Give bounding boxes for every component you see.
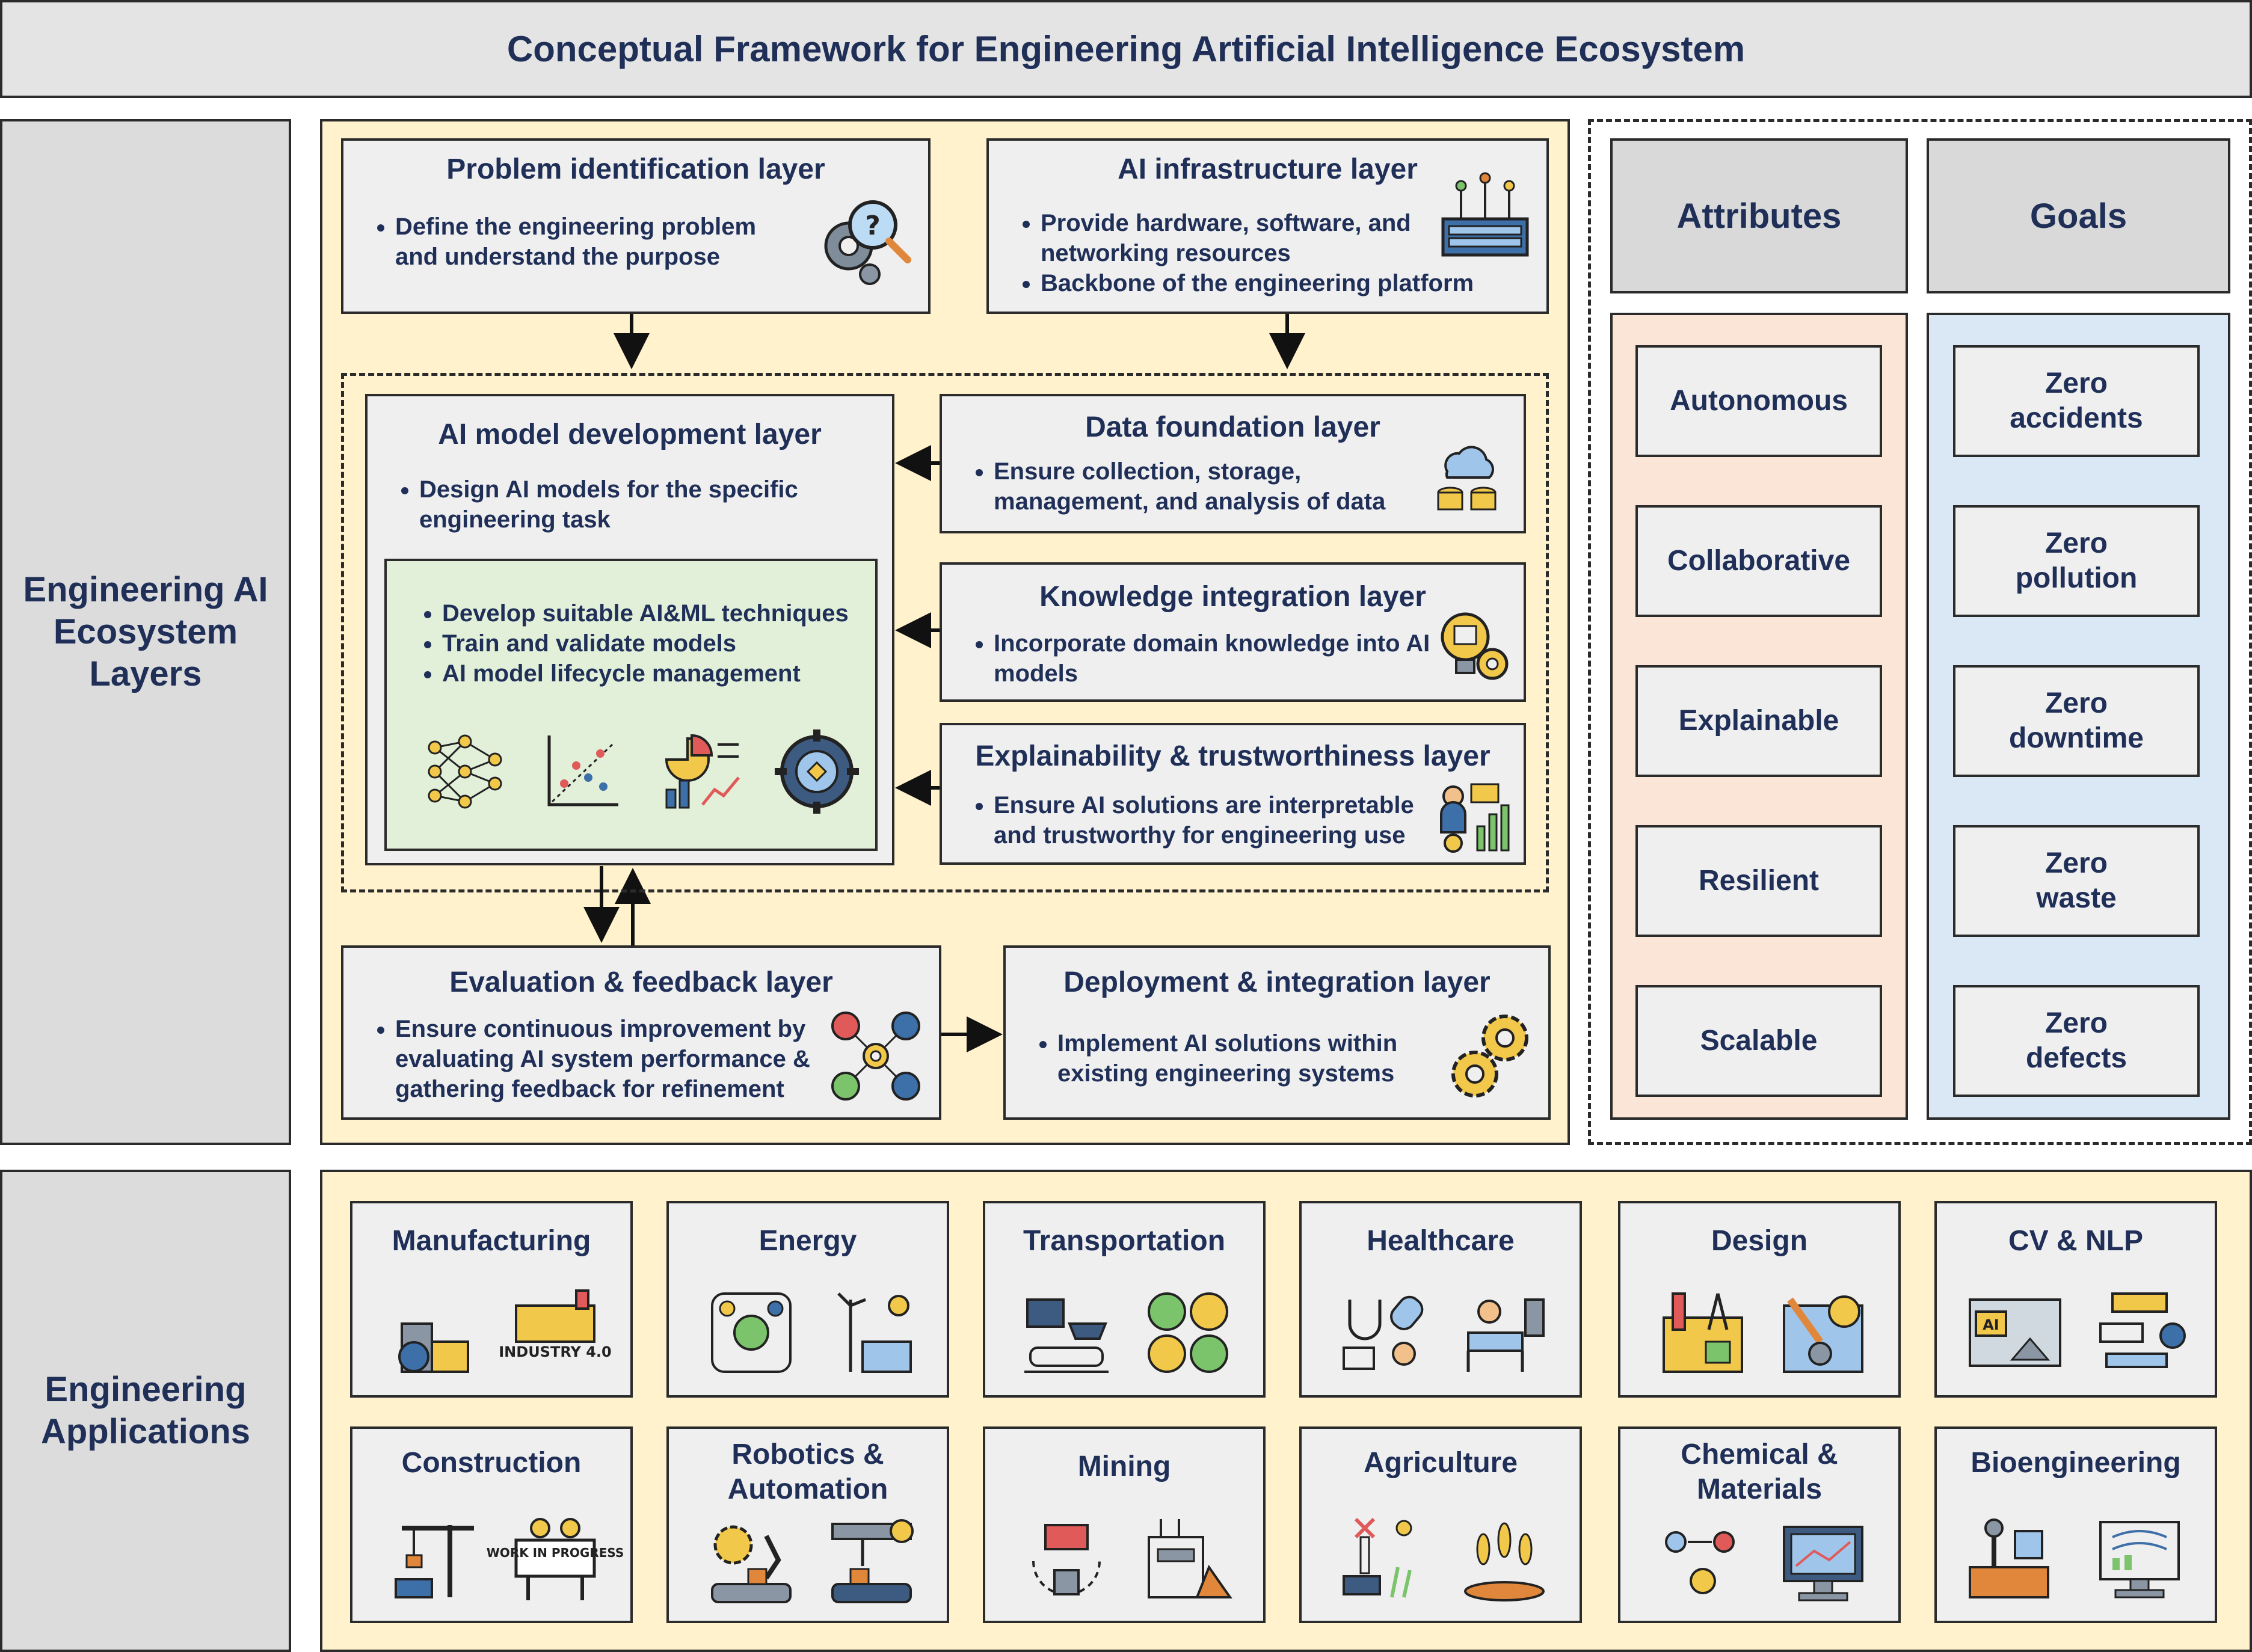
app-chemical-materials: Chemical & Materials [1618,1426,1901,1623]
ai-text: AI [1983,1316,1999,1333]
cloud-database-icon [1429,438,1507,517]
nlp-icon [2094,1288,2186,1378]
idea-design-icon [1778,1288,1868,1378]
layer-title: AI model development layer [438,419,822,450]
attribute-item: Scalable [1635,985,1882,1097]
data-foundation-layer: Data foundation layer Ensure collection,… [940,394,1526,533]
vehicles-icon [1021,1288,1112,1378]
attribute-item: Explainable [1635,665,1882,777]
attributes-goals-region [1588,119,2252,1145]
goal-item: Zero defects [1953,985,2200,1097]
knowledge-bulb-gear-icon [1435,607,1513,685]
server-hardware-icon [1437,171,1533,267]
app-mining: Mining [983,1426,1266,1623]
layer-bullets: Ensure continuous improvement by evaluat… [369,1014,864,1104]
work-in-progress-icon: WORK IN PROGRESS [487,1513,624,1603]
app-robotics-automation: Robotics & Automation [666,1426,949,1623]
app-design: Design [1618,1201,1901,1398]
problem-identification-layer: Problem identification layer Define the … [341,138,931,314]
robot-arm-icon [706,1518,796,1608]
power-plant-icon [826,1288,917,1378]
explainability-trustworthiness-layer: Explainability & trustworthiness layer E… [940,723,1526,865]
scatter-plot-icon [540,729,624,814]
patient-bed-icon [1459,1288,1549,1378]
mining-plant-icon [1143,1513,1233,1603]
goal-item: Zero pollution [1953,505,2200,617]
dna-monitor-icon [2094,1513,2185,1603]
layer-bullets: Design AI models for the specific engine… [393,474,900,535]
gears-icon [1445,1008,1541,1104]
attributes-column: Autonomous Collaborative Explainable Res… [1610,313,1908,1120]
automation-line-icon [826,1518,917,1608]
page-title: Conceptual Framework for Engineering Art… [0,0,2252,98]
layer-bullets: Implement AI solutions within existing e… [1031,1028,1466,1089]
model-development-group [341,373,1549,892]
layer-title: Evaluation & feedback layer [449,966,833,998]
attribute-item: Collaborative [1635,505,1882,617]
work-text: WORK IN PROGRESS [487,1546,624,1560]
layer-title: Data foundation layer [1085,411,1380,443]
lab-monitor-icon [1778,1518,1868,1608]
attribute-item: Autonomous [1635,345,1882,457]
crane-icon [390,1513,480,1603]
ai-gear-brain-icon [772,726,862,817]
app-cv-nlp: CV & NLP AI [1934,1201,2217,1398]
goal-item: Zero waste [1953,825,2200,937]
layer-bullets: Provide hardware, software, and networki… [1014,208,1498,298]
industry-text: INDUSTRY 4.0 [499,1343,612,1360]
presenter-chart-icon [1435,778,1513,856]
factory-globe-icon [390,1288,480,1378]
knowledge-integration-layer: Knowledge integration layer Incorporate … [940,562,1526,702]
applications-side-label: Engineering Applications [0,1170,291,1652]
layers-side-label: Engineering AI Ecosystem Layers [0,119,291,1145]
app-agriculture: Agriculture [1299,1426,1582,1623]
layer-title: AI infrastructure layer [1118,153,1418,185]
traffic-icon [1143,1288,1233,1378]
technique-bullets: Develop suitable AI&ML techniques Train … [416,598,899,689]
app-bioengineering: Bioengineering [1934,1426,2217,1623]
industry-icon: INDUSTRY 4.0 [499,1288,612,1378]
layer-bullets: Incorporate domain knowledge into AI mod… [967,628,1439,689]
medical-icon [1338,1288,1428,1378]
app-healthcare: Healthcare [1299,1201,1582,1398]
layer-bullets: Ensure AI solutions are interpretable an… [967,790,1451,850]
goal-item: Zero accidents [1953,345,2200,457]
ai-model-development-layer: AI model development layer Design AI mod… [365,394,894,865]
renewable-energy-icon [706,1288,796,1378]
analytics-chart-icon [660,729,745,814]
model-techniques-box: Develop suitable AI&ML techniques Train … [384,559,878,851]
ai-image-icon: AI [1964,1288,2061,1378]
molecule-icon [1658,1518,1748,1608]
evaluation-feedback-layer: Evaluation & feedback layer Ensure conti… [341,945,941,1120]
neural-network-icon [423,729,507,814]
windmill-farm-icon [1338,1513,1428,1603]
app-manufacturing: Manufacturing INDUSTRY 4.0 [350,1201,633,1398]
mining-excavator-icon [1021,1513,1112,1603]
attributes-header: Attributes [1610,138,1908,293]
ai-infrastructure-layer: AI infrastructure layer Provide hardware… [986,138,1549,314]
layer-title: Knowledge integration layer [1039,581,1426,613]
blueprint-tools-icon [1658,1288,1748,1378]
app-transportation: Transportation [983,1201,1266,1398]
applications-panel [320,1170,2252,1652]
microscope-lab-icon [1964,1513,2054,1603]
app-construction: Construction WORK IN PROGRESS [350,1426,633,1623]
layer-bullets: Ensure collection, storage, management, … [967,456,1439,517]
layer-title: Deployment & integration layer [1063,966,1491,998]
goals-header: Goals [1927,138,2230,293]
attribute-item: Resilient [1635,825,1882,937]
layer-title: Problem identification layer [446,153,825,185]
goals-column: Zero accidents Zero pollution Zero downt… [1927,313,2230,1120]
svg-text:?: ? [865,210,881,241]
deployment-integration-layer: Deployment & integration layer Implement… [1003,945,1551,1120]
wheat-crop-icon [1459,1513,1549,1603]
magnifier-gear-icon: ? [813,189,915,291]
goal-item: Zero downtime [1953,665,2200,777]
layer-title: Explainability & trustworthiness layer [975,740,1491,772]
layer-bullets: Define the engineering problem and under… [369,212,804,272]
team-feedback-gear-icon [828,1008,924,1104]
app-energy: Energy [666,1201,949,1398]
